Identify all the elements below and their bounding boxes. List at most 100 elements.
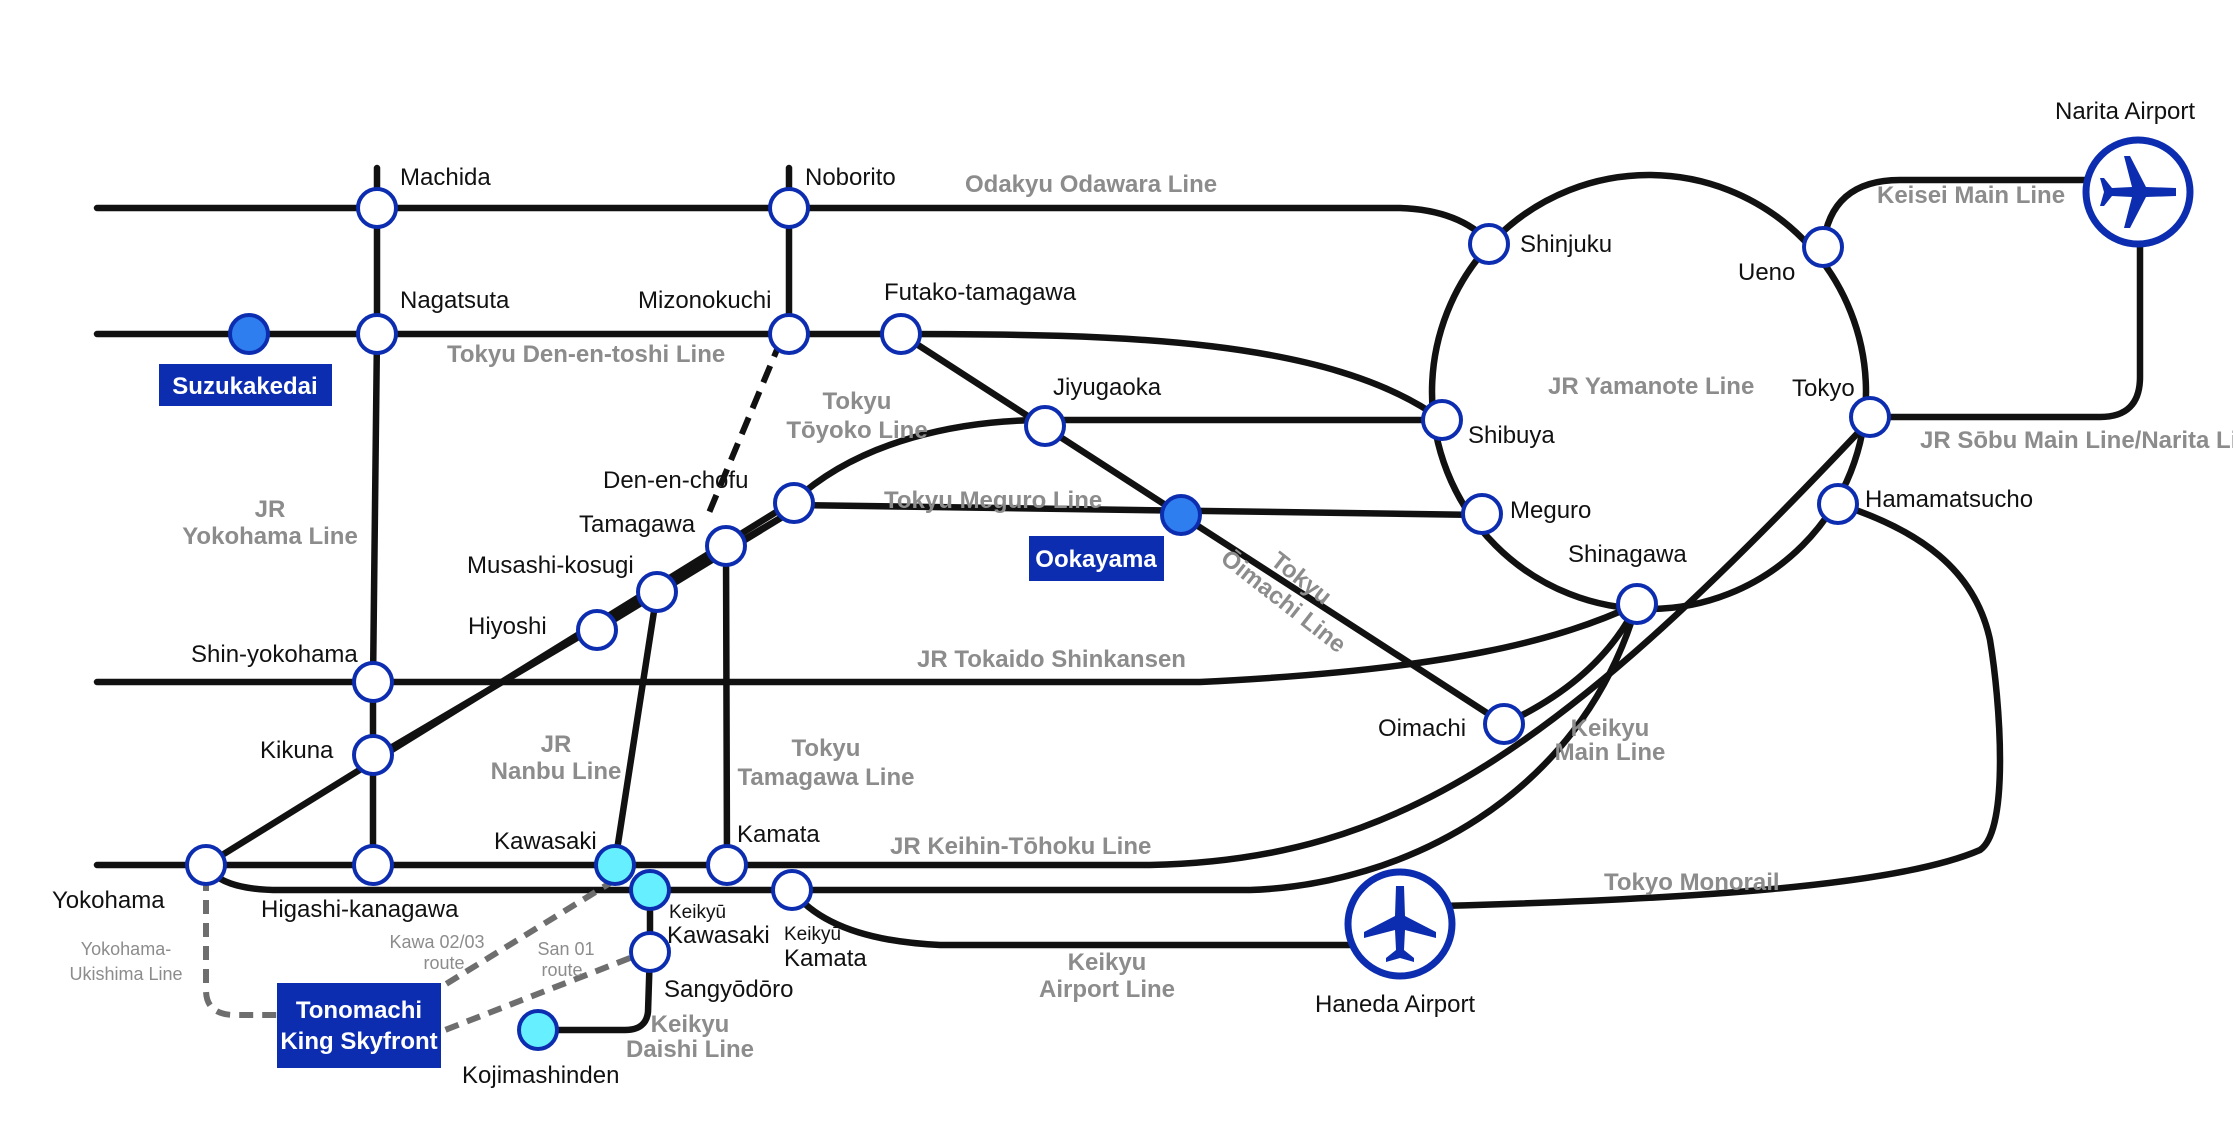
station-kamata[interactable] (706, 844, 748, 886)
haneda-airport-symbol[interactable] (1344, 868, 1456, 980)
label-tokyu-toyoko-2: Tōyoko Line (786, 417, 927, 444)
label-oimachi: Oimachi (1378, 715, 1466, 742)
label-hamamatsucho: Hamamatsucho (1865, 486, 2033, 513)
label-tamagawa: Tamagawa (579, 511, 696, 538)
station-futako-tamagawa[interactable] (880, 313, 922, 355)
label-tokyu-den-en-toshi: Tokyu Den-en-toshi Line (447, 341, 725, 368)
tonomachi-label-2: King Skyfront (280, 1028, 437, 1055)
label-keikyu-airport-2: Airport Line (1039, 976, 1175, 1003)
station-labels: Machida Noborito Nagatsuta Mizonokuchi F… (52, 98, 2195, 1089)
label-jr-yamanote: JR Yamanote Line (1548, 373, 1754, 400)
airplane-icon (1364, 886, 1436, 962)
station-tokyo[interactable] (1849, 396, 1891, 438)
label-odakyu-odawara: Odakyu Odawara Line (965, 171, 1217, 198)
label-keikyu-daishi-2: Daishi Line (626, 1036, 754, 1063)
station-shibuya[interactable] (1421, 399, 1463, 441)
station-ueno[interactable] (1802, 226, 1844, 268)
label-narita-airport: Narita Airport (2055, 98, 2195, 125)
label-tokyu-tamagawa-2: Tamagawa Line (738, 764, 915, 791)
label-keikyu-kamata-2: Kamata (784, 945, 867, 972)
suzukakedai-box[interactable]: Suzukakedai (159, 364, 332, 406)
label-ueno: Ueno (1738, 259, 1795, 286)
station-jiyugaoka[interactable] (1024, 405, 1066, 447)
track-keikyu-main (202, 600, 1641, 894)
label-hiyoshi: Hiyoshi (468, 613, 547, 640)
track-toyoko-meguro-link (593, 506, 798, 634)
label-tokyu-meguro: Tokyu Meguro Line (884, 487, 1102, 514)
station-musashi-kosugi[interactable] (636, 571, 678, 613)
track-jr-sobu-narita (1866, 231, 2144, 421)
stations (185, 187, 1891, 1051)
tonomachi-box[interactable]: Tonomachi King Skyfront (277, 983, 441, 1068)
label-futako-tamagawa: Futako-tamagawa (884, 279, 1077, 306)
label-jr-nanbu-1: JR (541, 731, 572, 758)
station-hiyoshi[interactable] (576, 609, 618, 651)
label-shibuya: Shibuya (1468, 422, 1555, 449)
station-ookayama[interactable] (1160, 494, 1202, 536)
track-tokyu-meguro (790, 501, 1486, 519)
suzukakedai-label: Suzukakedai (172, 373, 317, 400)
suzukakedai-box-bg (159, 364, 332, 406)
station-kawasaki[interactable] (594, 844, 636, 886)
line-labels: Odakyu Odawara Line Tokyu Den-en-toshi L… (69, 171, 2233, 1063)
label-keikyu-main-1: Keikyu (1571, 715, 1650, 742)
label-yokohama-ukishima-1: Yokohama- (81, 939, 171, 959)
station-shin-yokohama[interactable] (352, 661, 394, 703)
label-musashi-kosugi: Musashi-kosugi (467, 552, 634, 579)
ookayama-box-bg (1029, 536, 1164, 581)
track-jr-keihin-tohoku (93, 416, 1874, 869)
station-suzukakedai[interactable] (228, 313, 270, 355)
label-kikuna: Kikuna (260, 737, 334, 764)
label-keikyu-main-2: Main Line (1555, 739, 1666, 766)
station-den-en-chofu[interactable] (773, 482, 815, 524)
station-shinjuku[interactable] (1468, 223, 1510, 265)
label-tokyo-monorail: Tokyo Monorail (1604, 869, 1780, 896)
station-yokohama[interactable] (185, 844, 227, 886)
station-oimachi[interactable] (1483, 703, 1525, 745)
bus-routes (203, 877, 632, 1033)
station-noborito[interactable] (768, 187, 810, 229)
label-jr-sobu-narita: JR Sōbu Main Line/Narita Line (1920, 427, 2233, 454)
track-jr-tokaido-shinkansen (93, 600, 1641, 686)
station-sangyodoro[interactable] (629, 931, 671, 973)
narita-airport-symbol[interactable] (2082, 136, 2194, 248)
track-tokyu-oimachi (897, 330, 1508, 728)
track-keikyu-airport (788, 886, 1404, 949)
station-meguro[interactable] (1461, 493, 1503, 535)
ookayama-label: Ookayama (1035, 546, 1157, 573)
station-kojimashinden[interactable] (517, 1009, 559, 1051)
ookayama-box[interactable]: Ookayama (1029, 536, 1164, 581)
label-jr-keihin-tohoku: JR Keihin-Tōhoku Line (890, 833, 1151, 860)
label-keisei-main: Keisei Main Line (1877, 182, 2065, 209)
station-tamagawa[interactable] (705, 525, 747, 567)
station-keikyu-kamata[interactable] (771, 869, 813, 911)
airplane-icon (2100, 156, 2176, 228)
label-jr-tokaido-shinkansen: JR Tokaido Shinkansen (917, 646, 1186, 673)
label-tokyo: Tokyo (1792, 375, 1855, 402)
label-jr-yokohama-2: Yokohama Line (182, 523, 358, 550)
label-kamata: Kamata (737, 821, 820, 848)
label-jiyugaoka: Jiyugaoka (1053, 374, 1162, 401)
label-machida: Machida (400, 164, 491, 191)
label-shinjuku: Shinjuku (1520, 231, 1612, 258)
label-kojimashinden: Kojimashinden (462, 1062, 619, 1089)
track-tokyu-den-en-toshi (93, 330, 1446, 424)
station-kikuna[interactable] (352, 734, 394, 776)
label-mizonokuchi: Mizonokuchi (638, 287, 771, 314)
label-san-route-2: route (541, 960, 582, 980)
label-den-en-chofu: Den-en-chofu (603, 467, 748, 494)
station-machida[interactable] (356, 187, 398, 229)
label-tokyu-tamagawa-1: Tokyu (792, 735, 861, 762)
station-nagatsuta[interactable] (356, 313, 398, 355)
track-den-en-chofu-link (703, 338, 784, 522)
station-higashi-kanagawa[interactable] (352, 844, 394, 886)
station-hamamatsucho[interactable] (1817, 483, 1859, 525)
station-shinagawa[interactable] (1616, 583, 1658, 625)
tonomachi-label-1: Tonomachi (296, 997, 422, 1024)
station-mizonokuchi[interactable] (768, 313, 810, 355)
label-san-route-1: San 01 (537, 939, 594, 959)
label-keikyu-daishi-1: Keikyu (651, 1011, 730, 1038)
station-keikyu-kawasaki[interactable] (629, 869, 671, 911)
track-tokyu-toyoko (202, 416, 1446, 869)
